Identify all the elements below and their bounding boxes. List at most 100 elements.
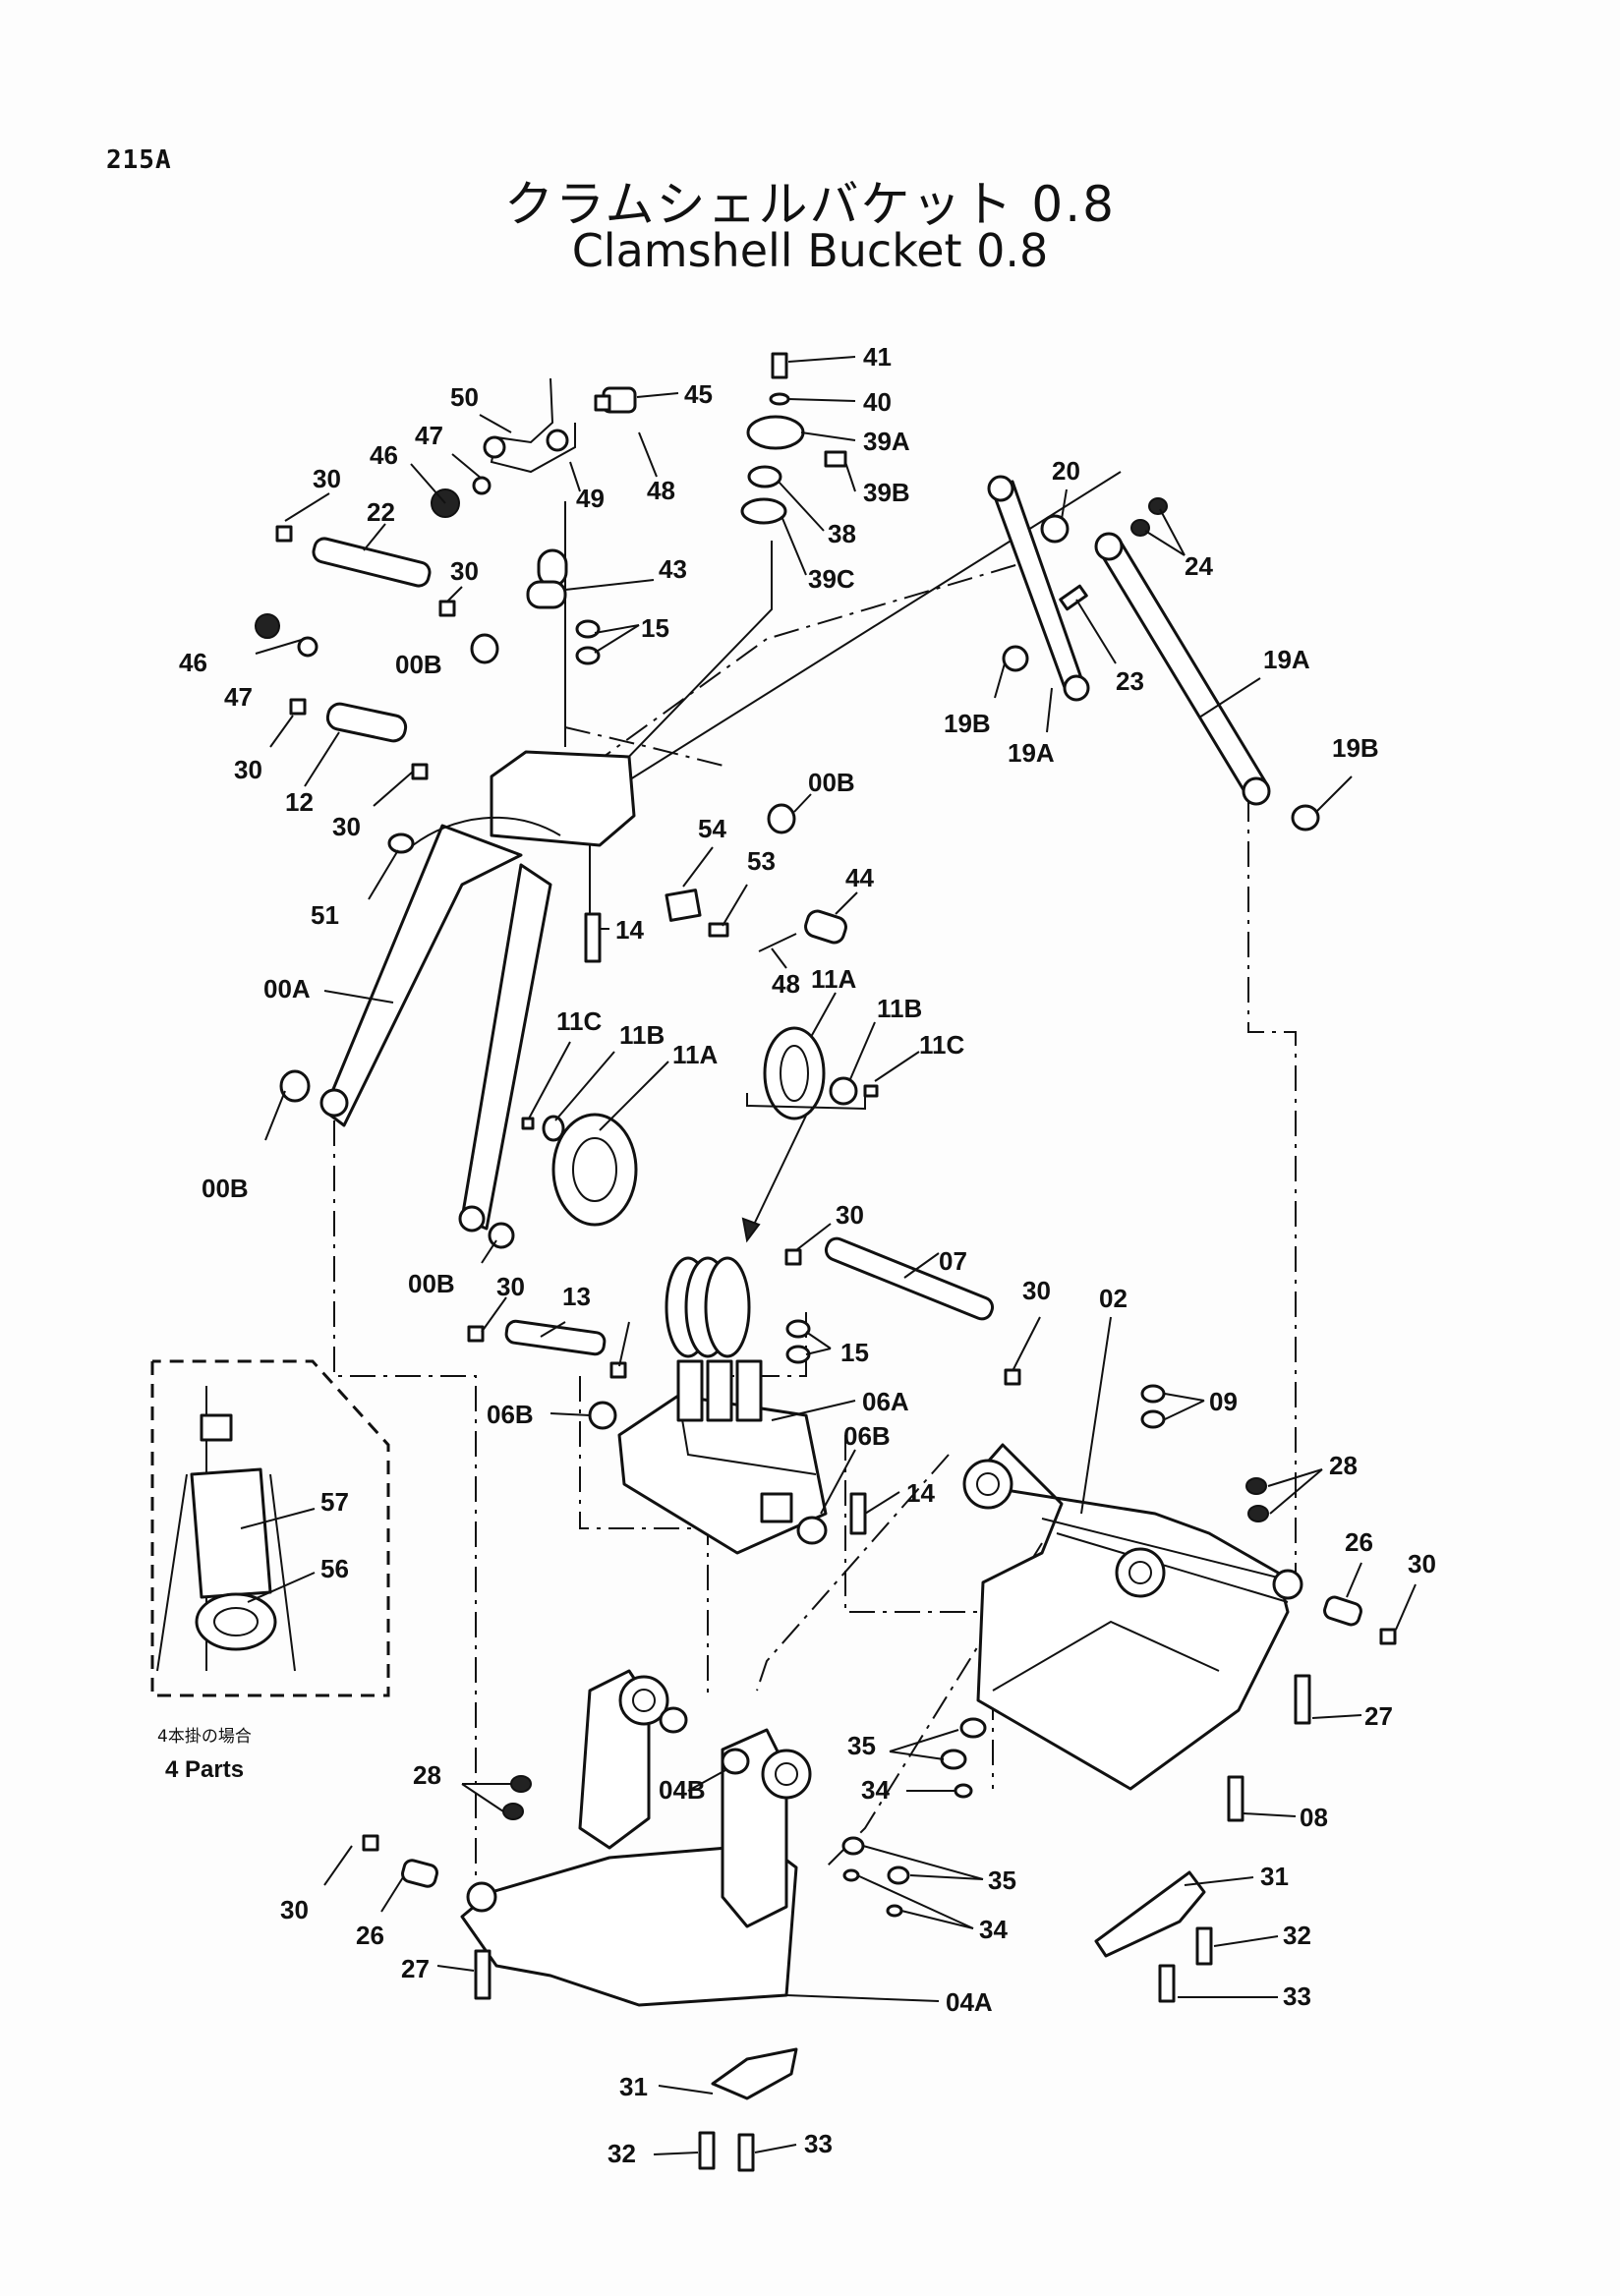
inset-4-parts: 4本掛の場合 4 Parts bbox=[150, 1359, 390, 1783]
inset-sheaves bbox=[195, 1592, 277, 1651]
leader-line bbox=[862, 1845, 984, 1880]
leader-line bbox=[1061, 488, 1068, 520]
leader-line bbox=[569, 461, 581, 492]
nut-35 bbox=[940, 1749, 967, 1770]
leader-line bbox=[687, 1768, 728, 1792]
pin-13 bbox=[504, 1319, 607, 1356]
callout: 07 bbox=[939, 1246, 967, 1276]
callout: 34 bbox=[861, 1775, 890, 1805]
callout: 15 bbox=[840, 1338, 869, 1367]
nut-28 bbox=[1247, 1505, 1269, 1522]
bushing-38 bbox=[747, 465, 782, 488]
leader-line bbox=[540, 1321, 566, 1338]
bolt-08 bbox=[1227, 1775, 1244, 1822]
leader-line bbox=[638, 431, 658, 478]
block-plate bbox=[706, 1359, 733, 1422]
shell-04A-hub-bore bbox=[632, 1689, 656, 1712]
grease-fitting-30 bbox=[1379, 1628, 1397, 1645]
callout: 31 bbox=[1260, 1862, 1289, 1891]
leader-line bbox=[269, 715, 294, 748]
link-eye bbox=[1094, 532, 1124, 561]
callout: 11B bbox=[619, 1020, 665, 1050]
leader-line bbox=[682, 846, 714, 888]
bolt-41 bbox=[771, 352, 788, 379]
assembly-line bbox=[618, 541, 773, 768]
shell-02-arm bbox=[1041, 1518, 1299, 1603]
callout: 57 bbox=[320, 1487, 349, 1517]
callout: 53 bbox=[747, 846, 776, 876]
leader-line bbox=[240, 1508, 316, 1529]
fitting-39B bbox=[824, 450, 847, 468]
grease-fitting-30 bbox=[275, 525, 293, 543]
cotter-pin-48 bbox=[758, 933, 797, 952]
sheave-stack bbox=[704, 1256, 751, 1358]
leader-line bbox=[550, 1412, 591, 1416]
callout: 54 bbox=[698, 814, 726, 843]
frame-eye bbox=[319, 1088, 349, 1118]
washer-47 bbox=[297, 636, 318, 658]
callout: 13 bbox=[562, 1282, 591, 1311]
leader-line bbox=[451, 453, 483, 480]
callout: 30 bbox=[313, 464, 341, 493]
pin-12 bbox=[325, 702, 408, 743]
callout: 14 bbox=[615, 915, 644, 945]
assembly-arrow-head bbox=[741, 1217, 761, 1243]
leader-line bbox=[771, 947, 787, 969]
leader-line bbox=[479, 414, 512, 433]
frame-eye bbox=[458, 1205, 486, 1233]
leader-line bbox=[787, 356, 856, 363]
leader-line bbox=[874, 1051, 920, 1082]
bushing-00B bbox=[470, 633, 499, 664]
tooth-31 bbox=[711, 2047, 798, 2100]
callout: 06B bbox=[843, 1421, 891, 1451]
leader-line bbox=[481, 1296, 507, 1333]
sheave-11A bbox=[551, 1113, 638, 1227]
inset-border bbox=[150, 1359, 390, 1697]
leader-line bbox=[284, 492, 330, 522]
leader-line bbox=[247, 1572, 316, 1603]
bushing-06B bbox=[588, 1401, 617, 1430]
callout: 39A bbox=[863, 427, 910, 456]
grease-fitting-30 bbox=[609, 1361, 627, 1379]
nut-09 bbox=[1140, 1409, 1166, 1429]
washer-34 bbox=[886, 1904, 903, 1918]
leader-line bbox=[1395, 1583, 1417, 1631]
assembly-line bbox=[618, 471, 1122, 787]
leader-line bbox=[373, 771, 414, 807]
nut-28 bbox=[1245, 1477, 1267, 1495]
bolt-23 bbox=[1059, 584, 1088, 611]
leader-line bbox=[849, 1021, 876, 1080]
leader-line bbox=[1012, 1316, 1041, 1372]
assembly-line bbox=[756, 1454, 950, 1692]
bushing-19B bbox=[1002, 645, 1029, 672]
shell-02-hub-bore bbox=[1128, 1561, 1152, 1584]
assembly-arrow bbox=[751, 1115, 807, 1230]
fitting-11C bbox=[863, 1084, 879, 1098]
leader-line bbox=[436, 1965, 475, 1972]
callout: 30 bbox=[234, 755, 262, 784]
callout-leaders bbox=[240, 356, 1417, 2155]
leader-line bbox=[835, 891, 858, 915]
callout: 27 bbox=[401, 1954, 430, 1983]
leader-line bbox=[900, 1910, 974, 1929]
leader-line bbox=[722, 884, 748, 927]
block-plate bbox=[676, 1359, 704, 1422]
bushing-20 bbox=[1040, 514, 1070, 544]
callout: 22 bbox=[367, 497, 395, 527]
assembly-lines bbox=[333, 471, 1297, 1926]
grease-fitting-30 bbox=[1004, 1368, 1021, 1386]
shell-02-hub bbox=[1115, 1547, 1166, 1598]
leader-line bbox=[1046, 687, 1053, 733]
callout: 30 bbox=[280, 1895, 309, 1924]
leader-line bbox=[864, 1491, 900, 1515]
shell-04A-body bbox=[460, 1836, 798, 2007]
inset-note-ja: 4本掛の場合 bbox=[157, 1727, 252, 1747]
callout: 49 bbox=[576, 484, 605, 513]
callout: 43 bbox=[659, 554, 687, 584]
callout: 51 bbox=[311, 900, 339, 930]
shell-04A-eye bbox=[466, 1881, 497, 1913]
callout: 39B bbox=[863, 478, 910, 507]
leader-line bbox=[554, 1051, 615, 1121]
callout-labels: 41 40 39A 39B 38 39C 45 48 49 50 47 46 3… bbox=[179, 342, 1436, 2168]
washer-34 bbox=[842, 1868, 860, 1882]
